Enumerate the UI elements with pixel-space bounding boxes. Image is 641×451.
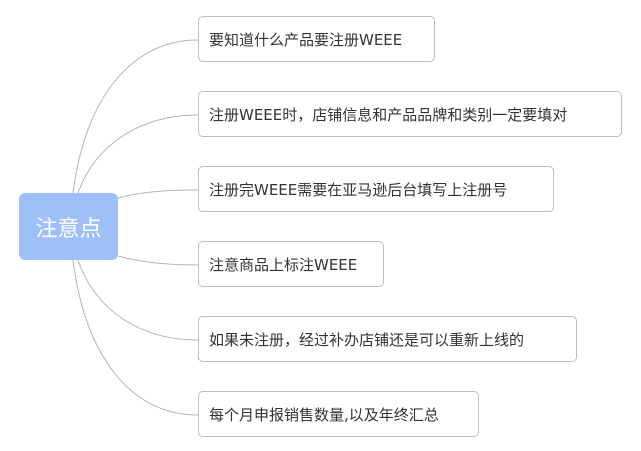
connector-1 xyxy=(72,39,199,194)
child-label: 如果未注册，经过补办店铺还是可以重新上线的 xyxy=(209,330,525,349)
child-label: 注册完WEEE需要在亚马逊后台填写上注册号 xyxy=(209,180,508,199)
child-node-5[interactable]: 如果未注册，经过补办店铺还是可以重新上线的 xyxy=(198,316,577,362)
child-label: 要知道什么产品要注册WEEE xyxy=(209,30,403,49)
connector-3 xyxy=(117,189,199,199)
connector-4 xyxy=(117,255,199,266)
connector-2 xyxy=(77,114,199,194)
root-node[interactable]: 注意点 xyxy=(19,193,118,260)
child-node-3[interactable]: 注册完WEEE需要在亚马逊后台填写上注册号 xyxy=(198,166,554,212)
child-node-6[interactable]: 每个月申报销售数量,以及年终汇总 xyxy=(198,391,479,437)
connector-5 xyxy=(77,259,199,341)
connector-6 xyxy=(72,259,199,416)
child-node-2[interactable]: 注册WEEE时，店铺信息和产品品牌和类别一定要填对 xyxy=(198,91,622,137)
child-node-1[interactable]: 要知道什么产品要注册WEEE xyxy=(198,16,435,62)
child-label: 每个月申报销售数量,以及年终汇总 xyxy=(209,405,439,424)
child-label: 注册WEEE时，店铺信息和产品品牌和类别一定要填对 xyxy=(209,105,568,124)
child-node-4[interactable]: 注意商品上标注WEEE xyxy=(198,241,384,287)
child-label: 注意商品上标注WEEE xyxy=(209,255,358,274)
root-label: 注意点 xyxy=(35,216,102,242)
